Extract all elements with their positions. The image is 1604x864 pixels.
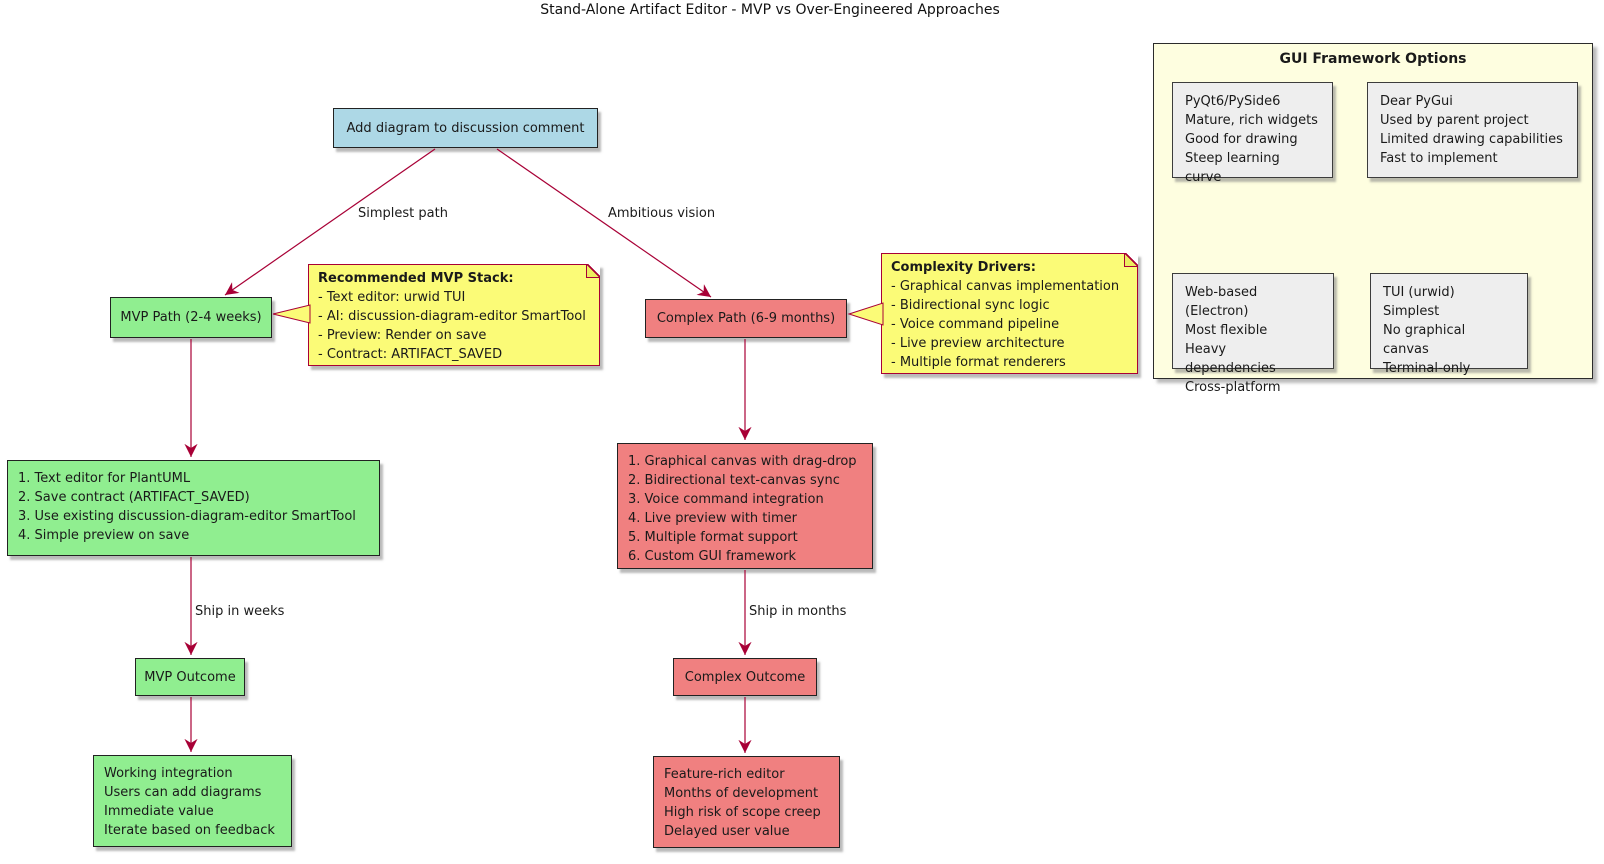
note-complexity-title: Complexity Drivers:: [891, 260, 1036, 275]
note-mvp-stack-title: Recommended MVP Stack:: [318, 271, 514, 286]
option-web-electron: Web-based (Electron) Most flexible Heavy…: [1172, 273, 1334, 395]
diagram-title: Stand-Alone Artifact Editor - MVP vs Ove…: [540, 2, 1000, 18]
note-fold: [1124, 253, 1138, 267]
edge-label-simplest-path: Simplest path: [358, 206, 448, 221]
complex-outcome-node: Complex Outcome: [673, 658, 817, 696]
note-complexity-body: - Graphical canvas implementation - Bidi…: [891, 279, 1120, 370]
note-fold: [586, 264, 600, 278]
mvp-path-node: MVP Path (2-4 weeks): [110, 297, 272, 338]
edge-label-ambitious-vision: Ambitious vision: [608, 206, 716, 221]
note-mvp-stack-body: - Text editor: urwid TUI - AI: discussio…: [318, 290, 586, 362]
mvp-result-node: Working integration Users can add diagra…: [93, 755, 292, 847]
note-complexity-drivers: Complexity Drivers: - Graphical canvas i…: [881, 253, 1138, 374]
note-connector-mvp: [272, 304, 311, 324]
option-dear-pygui: Dear PyGui Used by parent project Limite…: [1367, 82, 1578, 178]
complex-steps-node: 1. Graphical canvas with drag-drop 2. Bi…: [617, 443, 873, 569]
option-tui-urwid: TUI (urwid) Simplest No graphical canvas…: [1370, 273, 1528, 376]
edge-label-ship-in-months: Ship in months: [749, 604, 847, 619]
note-mvp-stack: Recommended MVP Stack: - Text editor: ur…: [308, 264, 600, 366]
mvp-steps-node: 1. Text editor for PlantUML 2. Save cont…: [7, 460, 380, 556]
note-connector-complexity: [847, 302, 884, 326]
option-pyqt6: PyQt6/PySide6 Mature, rich widgets Good …: [1172, 82, 1333, 185]
mvp-outcome-node: MVP Outcome: [135, 658, 245, 696]
complex-path-node: Complex Path (6-9 months): [645, 299, 847, 338]
gui-framework-panel-title: GUI Framework Options: [1279, 51, 1467, 67]
complex-result-node: Feature-rich editor Months of developmen…: [653, 756, 840, 848]
gui-framework-panel: GUI Framework Options PyQt6/PySide6 Matu…: [1153, 43, 1593, 395]
start-node: Add diagram to discussion comment: [333, 108, 598, 148]
edge-label-ship-in-weeks: Ship in weeks: [195, 604, 285, 619]
